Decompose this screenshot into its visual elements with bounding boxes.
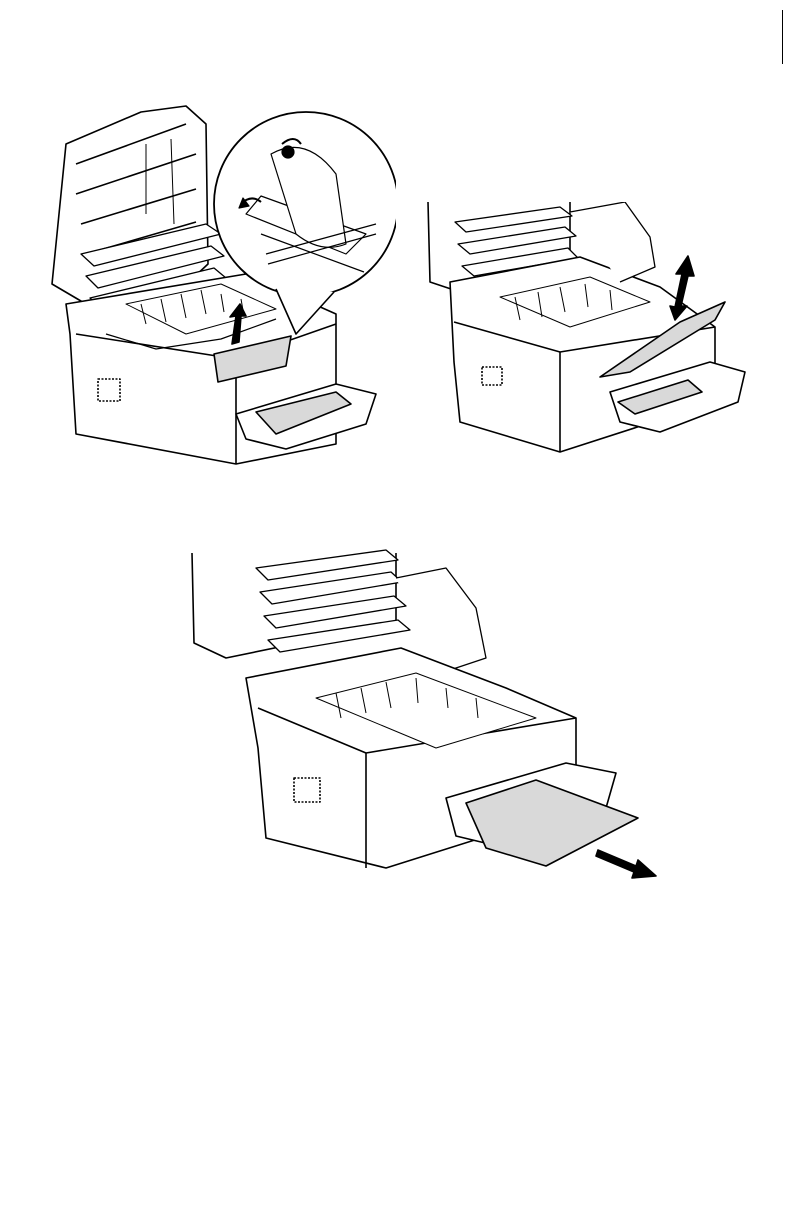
front-label — [482, 367, 502, 385]
illustration-lift-jammed-paper — [420, 202, 750, 462]
page-edge-mark — [782, 10, 783, 64]
front-label — [98, 379, 120, 401]
illustration-pull-paper-from-mp-tray — [186, 548, 660, 890]
front-label — [294, 778, 320, 802]
illustration-remove-fuser-paper — [46, 104, 396, 470]
right-down-arrow-icon — [596, 850, 656, 878]
